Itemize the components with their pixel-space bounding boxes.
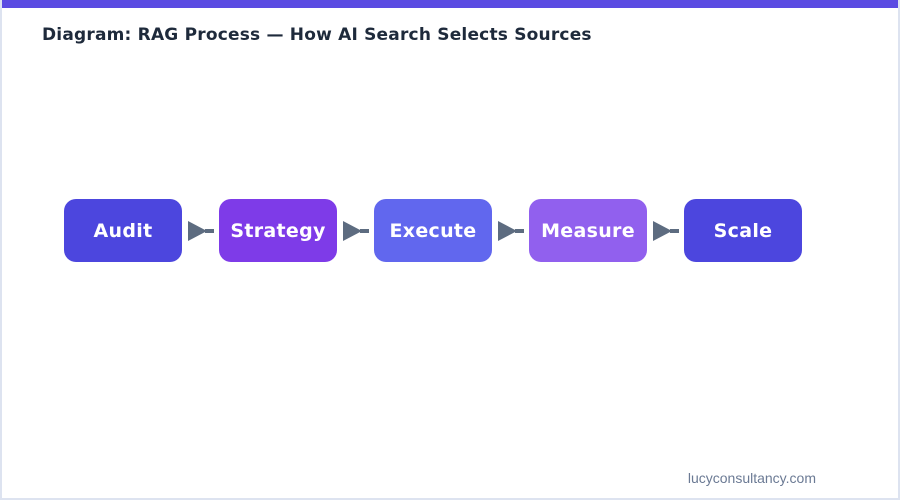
step-label: Strategy bbox=[230, 219, 326, 242]
step-label: Scale bbox=[713, 219, 773, 242]
top-accent-bar bbox=[2, 0, 898, 8]
flow-arrow-icon bbox=[647, 199, 684, 262]
flow-row: Audit Strategy Execute Measure Scale bbox=[64, 199, 802, 262]
step-node-strategy: Strategy bbox=[219, 199, 337, 262]
step-node-execute: Execute bbox=[374, 199, 492, 262]
flow-arrow-icon bbox=[337, 199, 374, 262]
step-label: Execute bbox=[389, 219, 477, 242]
step-node-audit: Audit bbox=[64, 199, 182, 262]
step-node-scale: Scale bbox=[684, 199, 802, 262]
footer-site-label: lucyconsultancy.com bbox=[687, 470, 816, 486]
flow-arrow-icon bbox=[182, 199, 219, 262]
step-node-measure: Measure bbox=[529, 199, 647, 262]
page-title: Diagram: RAG Process — How AI Search Sel… bbox=[42, 25, 592, 45]
step-label: Measure bbox=[541, 219, 635, 242]
step-label: Audit bbox=[93, 219, 153, 242]
flow-arrow-icon bbox=[492, 199, 529, 262]
